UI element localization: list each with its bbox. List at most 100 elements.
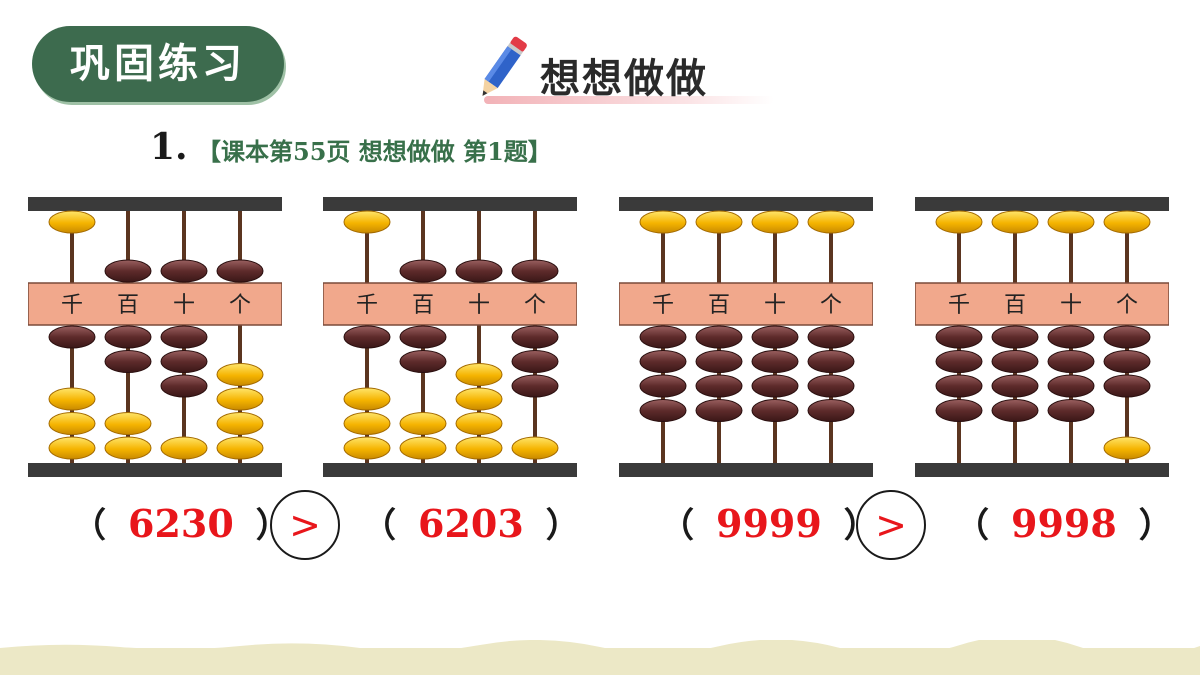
lower-bead-counted	[807, 325, 855, 349]
place-label: 千	[948, 293, 970, 318]
lower-bead-counted	[751, 325, 799, 349]
lower-bead-counted	[104, 325, 152, 349]
lower-bead	[48, 436, 96, 460]
abacus-label-bar	[915, 282, 1169, 326]
lower-bead-counted	[639, 350, 687, 373]
upper-bead-active	[343, 210, 391, 234]
open-paren: （	[362, 506, 396, 546]
lower-bead-counted	[1047, 399, 1095, 422]
ground-strip	[0, 648, 1200, 675]
lower-bead-counted	[511, 374, 559, 398]
upper-bead	[216, 259, 264, 283]
lower-bead	[216, 387, 264, 411]
lower-bead	[104, 412, 152, 435]
upper-bead	[455, 259, 503, 283]
upper-bead-active	[1103, 210, 1151, 234]
lower-bead	[343, 412, 391, 435]
lower-bead-counted	[751, 399, 799, 422]
lower-bead-counted	[807, 350, 855, 373]
lower-bead	[343, 436, 391, 460]
place-label: 百	[1004, 293, 1026, 318]
lower-bead-counted	[639, 399, 687, 422]
lower-bead-counted	[511, 325, 559, 349]
place-label: 千	[356, 293, 378, 318]
upper-bead-active	[695, 210, 743, 234]
lower-bead	[511, 436, 559, 460]
abacus-top-bar	[915, 197, 1169, 211]
lower-bead-counted	[1047, 325, 1095, 349]
lower-bead-counted	[639, 374, 687, 398]
comparison-symbol: >	[289, 503, 321, 547]
lower-bead-counted	[991, 350, 1039, 373]
lower-bead-counted	[807, 399, 855, 422]
lower-bead-counted	[991, 399, 1039, 422]
upper-bead-active	[991, 210, 1039, 234]
place-label: 个	[229, 293, 251, 318]
abacus-1: 千百十个	[28, 195, 282, 480]
close-paren: ）	[545, 506, 580, 546]
lower-bead-counted	[343, 325, 391, 349]
lower-bead	[160, 436, 208, 460]
place-label: 十	[1060, 293, 1082, 318]
abacus-top-bar	[323, 197, 577, 211]
abacus-3: 千百十个	[619, 195, 873, 480]
abacus-label-bar	[323, 282, 577, 326]
place-label: 千	[652, 293, 674, 318]
lower-bead	[48, 387, 96, 411]
lower-bead	[455, 412, 503, 435]
lower-bead-counted	[695, 350, 743, 373]
lower-bead-counted	[695, 399, 743, 422]
title-underline	[484, 96, 774, 104]
place-label: 个	[1116, 293, 1138, 318]
comparison-1-circle: >	[270, 490, 340, 560]
lower-bead-counted	[1103, 350, 1151, 373]
lower-bead-counted	[751, 350, 799, 373]
open-paren: （	[72, 506, 106, 546]
open-paren: （	[660, 506, 694, 546]
place-label: 十	[468, 293, 490, 318]
comparison-1-right: （ 6203 ）	[362, 498, 580, 550]
lower-bead	[216, 363, 264, 386]
abacus-bottom-bar	[323, 463, 577, 477]
place-label: 百	[412, 293, 434, 318]
lower-bead	[1103, 436, 1151, 460]
answer-value: 9998	[1011, 501, 1117, 546]
lower-bead	[216, 436, 264, 460]
upper-bead	[160, 259, 208, 283]
place-label: 百	[117, 293, 139, 318]
upper-bead-active	[751, 210, 799, 234]
comparison-symbol: >	[875, 503, 907, 547]
upper-bead	[104, 259, 152, 283]
section-title: 想想做做	[540, 56, 708, 102]
abacus-rod	[238, 205, 242, 467]
lower-bead-counted	[1103, 374, 1151, 398]
place-label: 十	[173, 293, 195, 318]
section-badge: 巩固练习	[32, 26, 284, 102]
lower-bead-counted	[935, 325, 983, 349]
lower-bead	[399, 436, 447, 460]
comparison-2-right: （9998）	[955, 498, 1173, 550]
answer-value: 9999	[716, 501, 822, 546]
lower-bead	[455, 436, 503, 460]
upper-bead-active	[639, 210, 687, 234]
lower-bead	[343, 387, 391, 411]
place-label: 千	[61, 293, 83, 318]
place-label: 十	[764, 293, 786, 318]
lower-bead-counted	[991, 325, 1039, 349]
upper-bead-active	[807, 210, 855, 234]
upper-bead	[399, 259, 447, 283]
lower-bead-counted	[1047, 374, 1095, 398]
upper-bead-active	[1047, 210, 1095, 234]
comparison-1-left: （6230）	[72, 498, 290, 550]
lower-bead	[455, 363, 503, 386]
answer-value: 6203	[418, 501, 524, 546]
close-paren: ）	[1138, 506, 1173, 546]
lower-bead-counted	[807, 374, 855, 398]
lower-bead-counted	[1103, 325, 1151, 349]
lower-bead-counted	[695, 374, 743, 398]
abacus-label-bar	[619, 282, 873, 326]
lower-bead-counted	[991, 374, 1039, 398]
lower-bead	[216, 412, 264, 435]
lower-bead	[104, 436, 152, 460]
lower-bead-counted	[935, 399, 983, 422]
